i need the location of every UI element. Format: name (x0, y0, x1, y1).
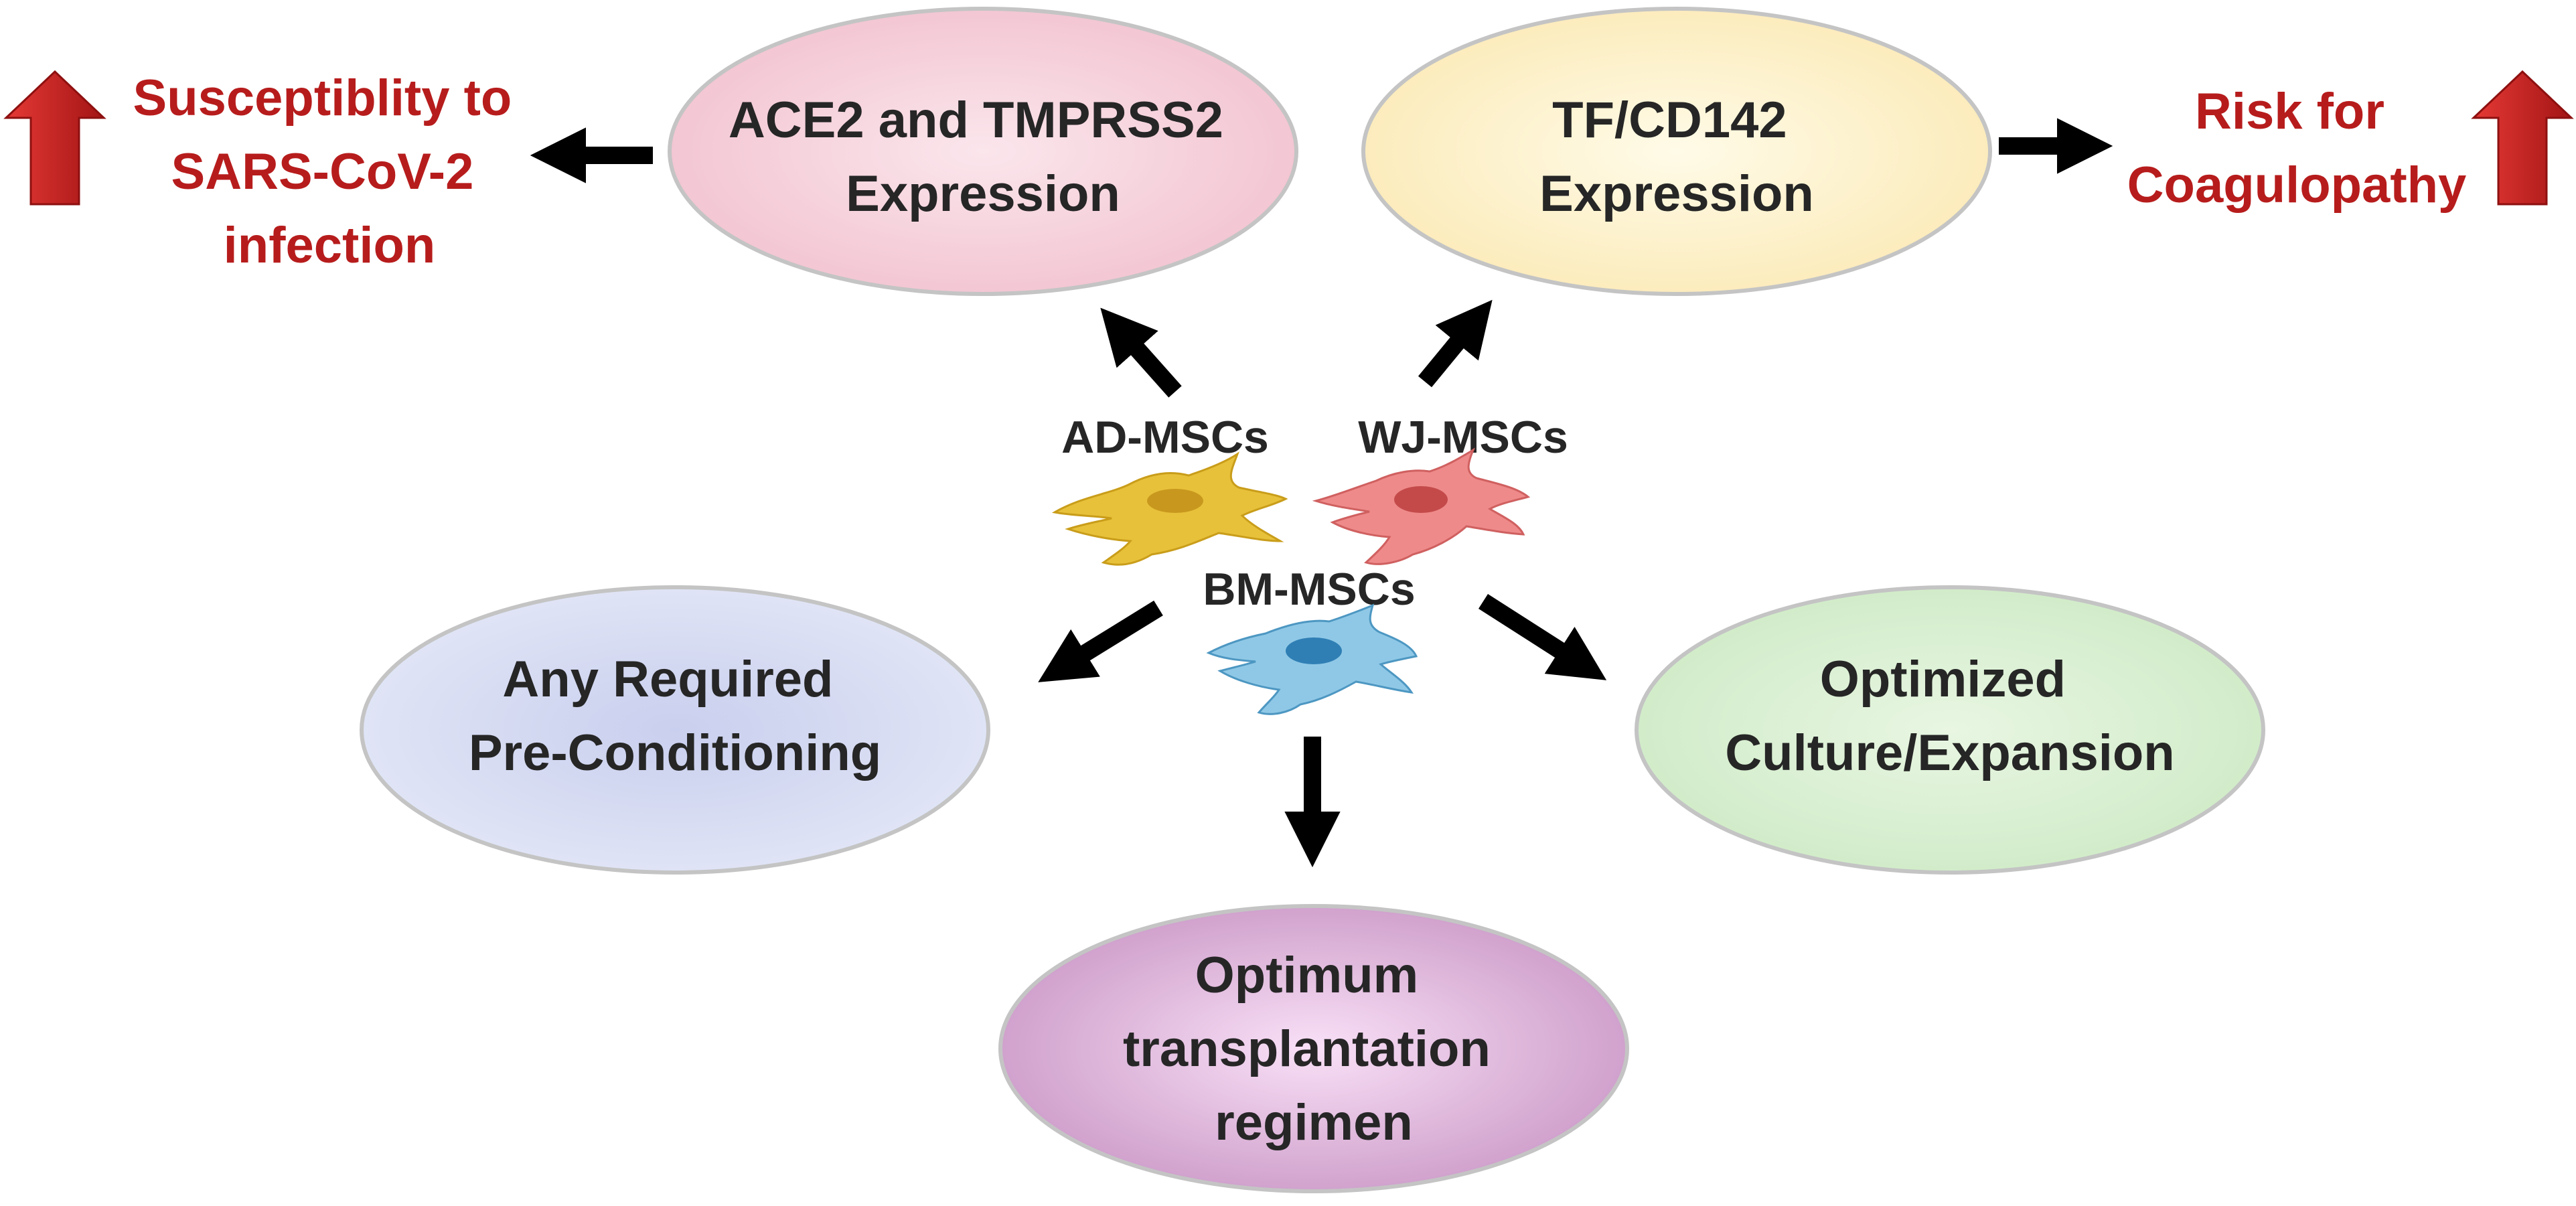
up-arrow-icon (2471, 70, 2574, 206)
node-pre-line-1: Any Required (502, 651, 833, 708)
cell-wj-mscs: WJ-MSCs (1312, 412, 1568, 565)
susceptibility-line-2: SARS-CoV-2 (171, 143, 474, 200)
coagulopathy-line-1: Risk for (2195, 83, 2384, 140)
arrows (530, 118, 2113, 868)
node-tf-expression: TF/CD142 Expression (1361, 7, 1992, 296)
cell-bm-mscs: BM-MSCs (1203, 564, 1418, 715)
outcome-coagulopathy: Risk for Coagulopathy (2127, 70, 2574, 214)
node-transplant-line-3: regimen (1215, 1094, 1413, 1151)
node-tf-line-1: TF/CD142 (1552, 92, 1787, 149)
cell-ad-mscs: AD-MSCs (1051, 412, 1288, 566)
outcome-susceptibility: Susceptiblity to SARS-CoV-2 infection (3, 70, 526, 274)
svg-text:Optimized Culture/Expans: Optimized Culture/Expansion (1725, 651, 2174, 781)
svg-text:TF/CD142 Expression: TF/CD142 Expression (1539, 92, 1814, 222)
svg-text:Risk for Coagulopathy: Risk for Coagulopathy (2127, 83, 2467, 214)
node-ace2-line-2: Expression (846, 165, 1120, 222)
arrow-bm-to-preconditioning (1038, 600, 1163, 682)
svg-text:ACE2 and TMPRSS2 Express: ACE2 and TMPRSS2 Expression (729, 92, 1237, 222)
up-arrow-icon (3, 70, 106, 206)
susceptibility-line-1: Susceptiblity to (133, 70, 512, 127)
node-tf-line-2: Expression (1539, 165, 1814, 222)
node-ace2-line-1: ACE2 and TMPRSS2 (729, 92, 1223, 149)
coagulopathy-line-2: Coagulopathy (2127, 157, 2467, 214)
svg-text:Optimum transplantation: Optimum transplantation regimen (1123, 947, 1505, 1151)
svg-text:Any Required Pre-Conditi: Any Required Pre-Conditioning (469, 651, 881, 781)
node-culture-line-1: Optimized (1820, 651, 2066, 708)
cell-ad-label: AD-MSCs (1061, 412, 1269, 463)
susceptibility-line-3: infection (224, 217, 436, 274)
arrow-bm-to-culture (1478, 594, 1607, 680)
node-pre-line-2: Pre-Conditioning (469, 725, 881, 781)
arrow-wj-to-tf (1418, 299, 1493, 388)
cell-wj-label: WJ-MSCs (1358, 412, 1568, 463)
node-pre-conditioning: Any Required Pre-Conditioning (360, 585, 990, 875)
cell-bm-label: BM-MSCs (1203, 564, 1415, 615)
node-transplant-line-1: Optimum (1195, 947, 1419, 1004)
node-culture-line-2: Culture/Expansion (1725, 725, 2174, 781)
node-ace2-expression: ACE2 and TMPRSS2 Expression (668, 7, 1298, 296)
arrow-ad-to-ace2 (1100, 307, 1182, 398)
node-transplantation-regimen: Optimum transplantation regimen (998, 904, 1629, 1193)
svg-text:Susceptiblity to SARS-Co: Susceptiblity to SARS-CoV-2 infection (133, 70, 526, 274)
node-culture-expansion: Optimized Culture/Expansion (1635, 585, 2265, 875)
node-transplant-line-2: transplantation (1123, 1021, 1491, 1077)
